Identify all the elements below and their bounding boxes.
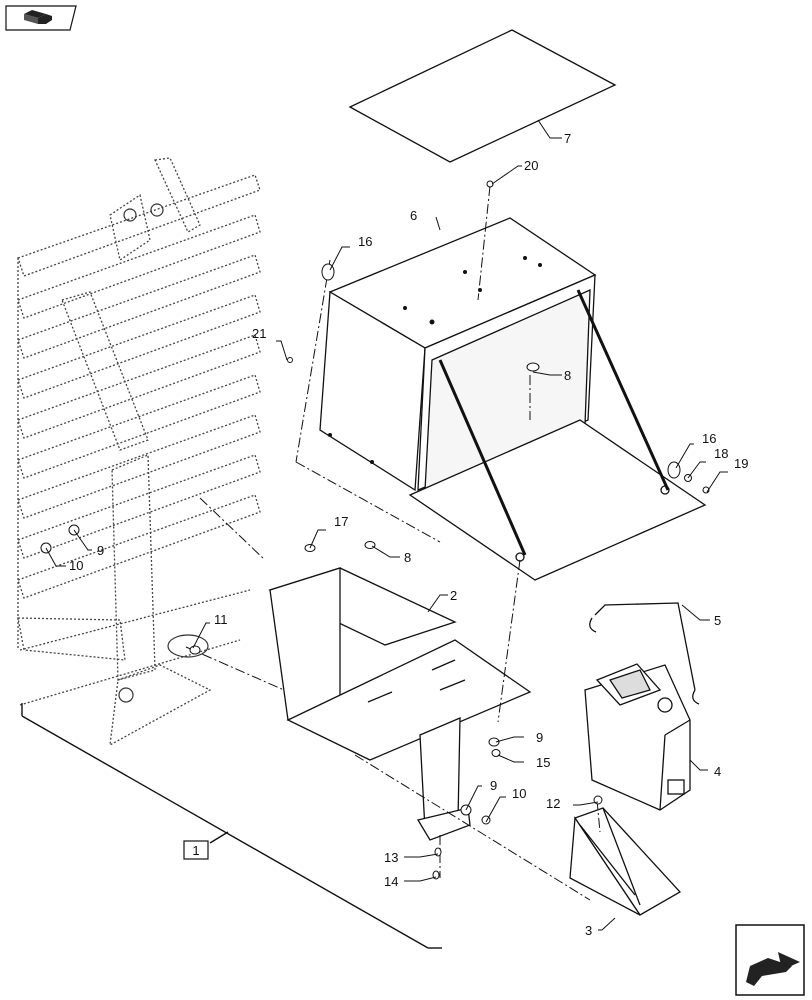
callout-16a[interactable]: 16 <box>358 234 372 249</box>
water-canister <box>584 663 691 811</box>
callout-16b[interactable]: 16 <box>702 431 716 446</box>
machine-frame <box>17 157 261 747</box>
callout-9a[interactable]: 9 <box>536 730 543 745</box>
bolt-11 <box>189 645 201 655</box>
next-arrow-icon[interactable] <box>735 924 805 996</box>
callout-10a[interactable]: 10 <box>512 786 526 801</box>
callout-8a[interactable]: 8 <box>564 368 571 383</box>
bolt-20 <box>486 180 494 188</box>
callout-9c[interactable]: 9 <box>97 543 104 558</box>
callout-8b[interactable]: 8 <box>404 550 411 565</box>
callout-12[interactable]: 12 <box>546 796 560 811</box>
callout-13[interactable]: 13 <box>384 850 398 865</box>
callout-4[interactable]: 4 <box>714 764 721 779</box>
svg-text:1: 1 <box>192 843 199 858</box>
callout-leaders <box>45 119 728 931</box>
callout-9b[interactable]: 9 <box>490 778 497 793</box>
callout-15[interactable]: 15 <box>536 755 550 770</box>
callout-7[interactable]: 7 <box>564 131 571 146</box>
callout-14[interactable]: 14 <box>384 874 398 889</box>
toolbox-holes <box>328 256 542 464</box>
callout-3[interactable]: 3 <box>585 923 592 938</box>
canister-holder <box>569 807 682 916</box>
callout-10b[interactable]: 10 <box>69 558 83 573</box>
frame-holes <box>118 203 209 703</box>
alignment-lines <box>185 185 601 901</box>
toolbox <box>319 217 707 581</box>
callout-19[interactable]: 19 <box>734 456 748 471</box>
callout-1[interactable]: 1 <box>183 840 209 860</box>
callout-5[interactable]: 5 <box>714 613 721 628</box>
callout-21[interactable]: 21 <box>252 326 266 341</box>
callout-17[interactable]: 17 <box>334 514 348 529</box>
rivet-21 <box>287 357 293 363</box>
hook-cable <box>589 602 700 705</box>
bolt-8a <box>526 362 540 372</box>
callout-20[interactable]: 20 <box>524 158 538 173</box>
mounting-bracket <box>268 567 532 841</box>
book-arrow-icon[interactable] <box>5 5 77 31</box>
callout-11[interactable]: 11 <box>214 612 228 627</box>
assembly-leader <box>21 703 442 949</box>
callout-6[interactable]: 6 <box>410 208 417 223</box>
washer-9a <box>488 737 500 747</box>
callout-2[interactable]: 2 <box>450 588 457 603</box>
callout-18[interactable]: 18 <box>714 446 728 461</box>
nut-15 <box>491 749 501 757</box>
callout-labels: 1 2 3 4 5 6 7 8 8 9 9 9 10 10 11 12 13 1… <box>69 131 748 938</box>
cover-panel <box>348 29 617 163</box>
